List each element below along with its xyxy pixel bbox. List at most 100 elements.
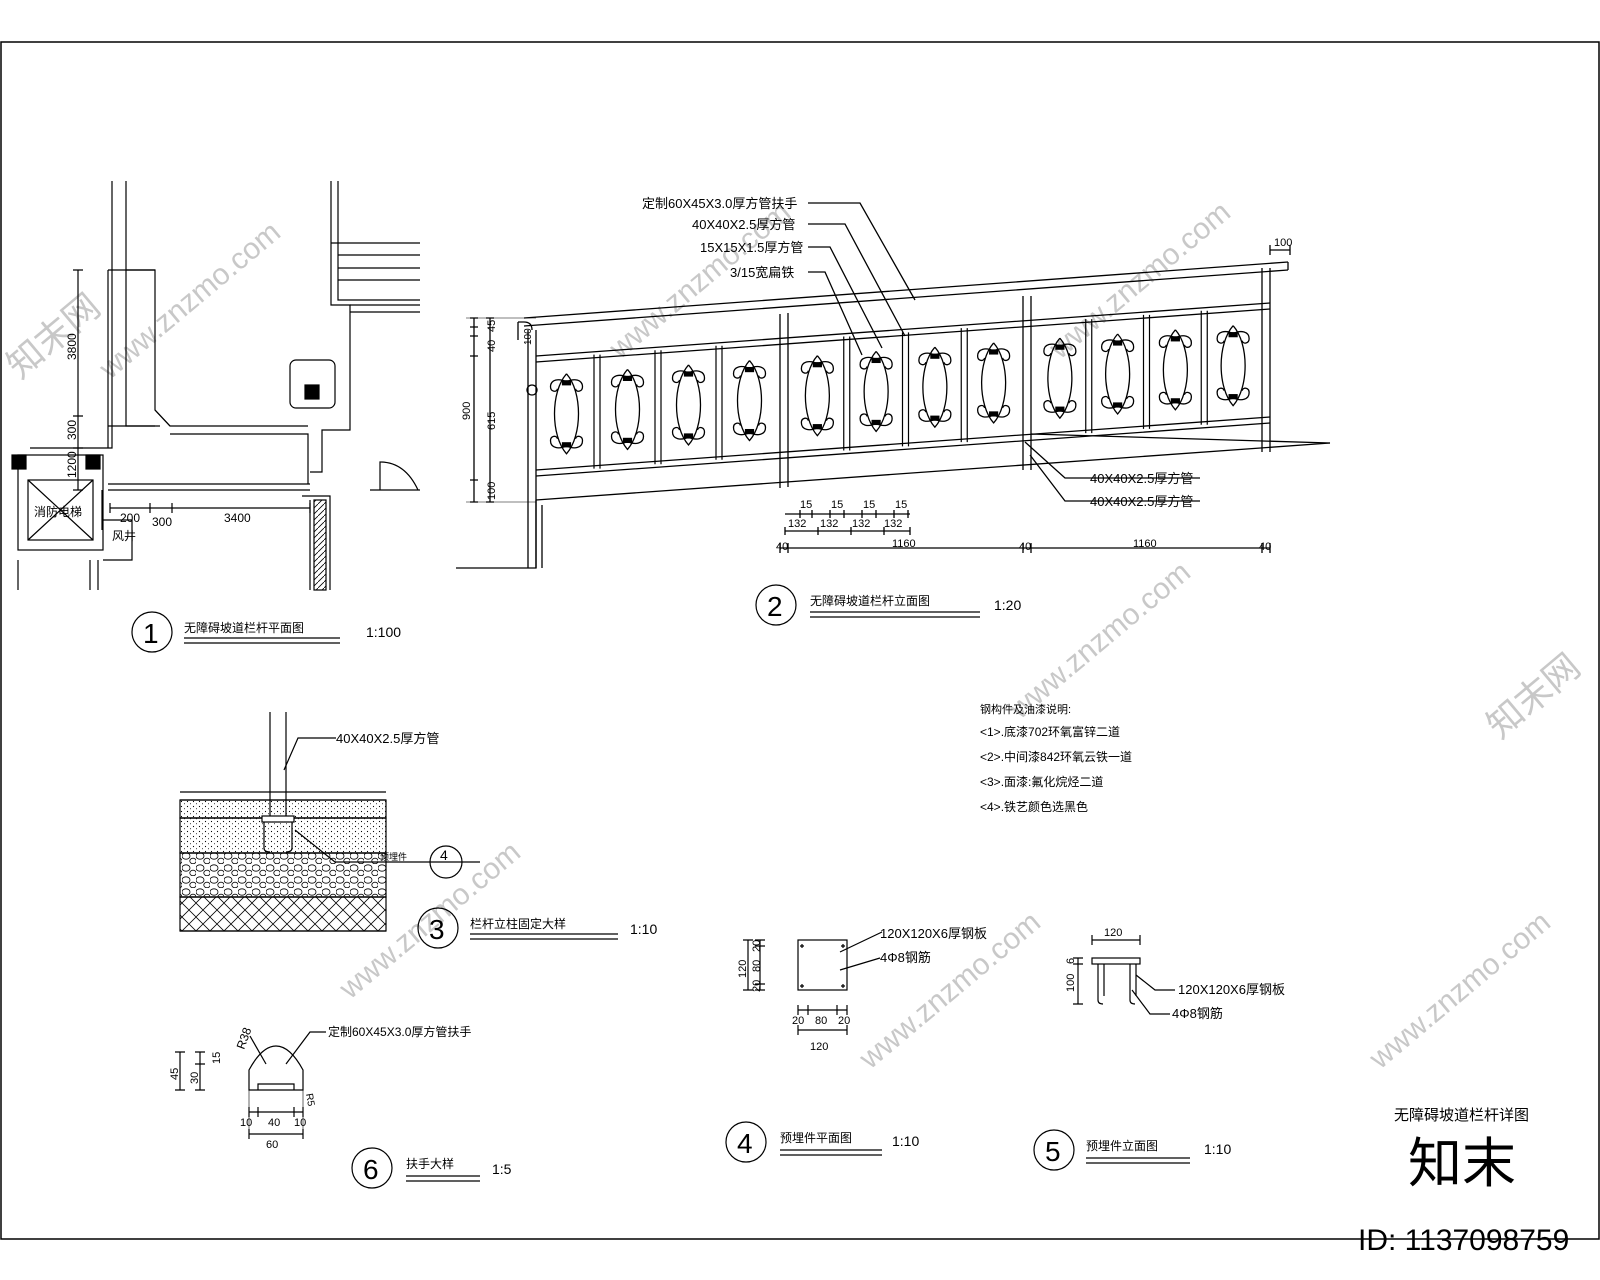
- plate-plan-left-dim-2: 80: [751, 960, 763, 972]
- baluster-bar: [654, 350, 662, 465]
- title-3-text: 栏杆立柱固定大样: [470, 916, 566, 931]
- watermark-brand-2: 知末网: [0, 285, 108, 386]
- elevation-drawing: [456, 202, 1331, 569]
- elevator-label: 消防电梯: [34, 504, 82, 519]
- title-6-number: 6: [363, 1154, 379, 1185]
- watermark-id: ID: 1137098759: [1358, 1224, 1569, 1257]
- scroll-ornament: [918, 346, 952, 428]
- title-4: 4 预埋件平面图 1:10: [725, 1121, 919, 1163]
- handrail-callout: 定制60X45X3.0厚方管扶手: [328, 1024, 471, 1039]
- post-detail-ref-number: 4: [440, 847, 448, 863]
- elev-callout-post: 40X40X2.5厚方管: [692, 217, 795, 232]
- notes-item-1: <1>.底漆702环氧富锌二道: [980, 724, 1120, 739]
- plan-dim-300h: 300: [152, 515, 172, 529]
- elev-dim-615: 615: [486, 412, 498, 430]
- elev-span-dim-1: 40: [776, 541, 788, 553]
- plan-dim-3800: 3800: [65, 333, 79, 360]
- plate-elev-drawing: [1073, 935, 1175, 1015]
- handrail-labels: 定制60X45X3.0厚方管扶手 R38 R5 45 15 30 10 40 1…: [169, 1024, 471, 1151]
- plate-plan-callout-plate: 120X120X6厚钢板: [880, 926, 987, 941]
- elev-dim-900: 900: [461, 402, 473, 420]
- scroll-ornament: [1100, 333, 1135, 415]
- plate-plan-left-dim-1: 20: [751, 940, 763, 952]
- notes-item-3: <3>.面漆:氟化烷烃二道: [980, 775, 1103, 789]
- title-2: 2 无障碍坡道栏杆立面图 1:20: [755, 584, 1021, 626]
- watermark-site-7: www.znzmo.com: [1363, 905, 1557, 1076]
- sheet-border: [0, 41, 1600, 1240]
- post-detail-drawing: [179, 712, 480, 932]
- baluster-bar: [843, 336, 851, 451]
- plan-dim-3400: 3400: [224, 511, 251, 525]
- elev-bar-dim-2: 15: [831, 499, 843, 511]
- plate-plan-labels: 120X120X6厚钢板 4Φ8钢筋 20 80 20 120 20 80 20…: [737, 926, 987, 1053]
- plan-dim-1200: 1200: [65, 451, 79, 478]
- scroll-ornament: [549, 373, 584, 455]
- title-6-text: 扶手大样: [406, 1156, 454, 1171]
- baluster-bar: [901, 332, 910, 447]
- sheet-title: 无障碍坡道栏杆详图: [1394, 1106, 1529, 1124]
- elev-dim-100-left: 100: [523, 328, 534, 345]
- elev-callout-post-lower-2: 40X40X2.5厚方管: [1090, 494, 1193, 509]
- watermark-site-4: www.znzmo.com: [1003, 555, 1197, 726]
- title-4-number: 4: [737, 1128, 753, 1159]
- title-5: 5 预埋件立面图 1:10: [1033, 1129, 1231, 1171]
- plate-plan-drawing: [743, 931, 883, 1035]
- elev-spacing-dim-1: 132: [788, 518, 806, 530]
- elev-span-dim-4: 1160: [1133, 538, 1157, 550]
- handrail-bottom-dim-10a: 10: [240, 1117, 252, 1129]
- elev-span-dim-2: 1160: [892, 538, 916, 550]
- elev-spacing-dim-4: 132: [884, 518, 902, 530]
- title-3: 3 栏杆立柱固定大样 1:10: [417, 907, 657, 949]
- plate-plan-callout-rebar: 4Φ8钢筋: [880, 950, 931, 965]
- title-4-text: 预埋件平面图: [780, 1131, 852, 1145]
- plate-plan-bottom-dim-3: 20: [838, 1015, 850, 1027]
- plate-plan-bottom-dim-1: 20: [792, 1015, 804, 1027]
- elevation-callouts: 定制60X45X3.0厚方管扶手 40X40X2.5厚方管 15X15X1.5厚…: [461, 196, 1292, 553]
- elev-dim-45: 45: [486, 320, 498, 332]
- baluster-bar: [960, 328, 968, 443]
- title-3-scale: 1:10: [630, 921, 657, 937]
- handrail-bottom-dim-60: 60: [266, 1139, 278, 1151]
- scroll-ornament: [976, 342, 1011, 424]
- handrail-left-dim-45: 45: [169, 1068, 181, 1080]
- post-detail-embed-label: 预埋件: [380, 851, 407, 862]
- watermark-logo: 知末: [1408, 1134, 1516, 1194]
- scroll-ornament: [732, 359, 767, 442]
- handrail-bottom-dim-40: 40: [268, 1117, 280, 1129]
- title-5-text: 预埋件立面图: [1086, 1138, 1158, 1153]
- baluster-bar: [1085, 319, 1093, 434]
- title-4-scale: 1:10: [892, 1133, 919, 1149]
- plan-dim-300v: 300: [65, 420, 79, 440]
- scroll-ornament: [800, 355, 835, 437]
- notes-item-4: <4>.铁艺颜色选黑色: [980, 799, 1088, 814]
- watermark: www.znzmo.com www.znzmo.com www.znzmo.co…: [0, 195, 1588, 1076]
- scroll-ornament: [610, 368, 645, 451]
- baluster-bar: [593, 354, 601, 469]
- scroll-ornament: [1216, 325, 1250, 407]
- elev-callout-handrail: 定制60X45X3.0厚方管扶手: [642, 196, 797, 211]
- elev-span-dim-5: 40: [1259, 541, 1271, 553]
- paint-notes: 钢构件及油漆说明: <1>.底漆702环氧富锌二道 <2>.中间漆842环氧云铁…: [980, 702, 1132, 814]
- plan-dim-200: 200: [120, 511, 140, 525]
- scroll-ornament: [859, 350, 893, 433]
- plate-plan-left-dim-3: 20: [751, 980, 763, 992]
- shaft-label: 风井: [112, 529, 136, 543]
- elev-callout-post-lower-1: 40X40X2.5厚方管: [1090, 471, 1193, 486]
- notes-heading: 钢构件及油漆说明:: [980, 702, 1071, 716]
- post-detail-labels: 40X40X2.5厚方管 预埋件 4: [336, 731, 448, 863]
- post-detail-callout: 40X40X2.5厚方管: [336, 731, 439, 746]
- elev-bar-dim-4: 15: [895, 499, 907, 511]
- plate-elev-left-dim-6: 6: [1065, 958, 1077, 964]
- plate-elev-top-dim: 120: [1104, 927, 1122, 939]
- title-2-text: 无障碍坡道栏杆立面图: [810, 593, 930, 608]
- elev-bar-dim-1: 15: [800, 499, 812, 511]
- plate-plan-left-dim-4: 120: [737, 960, 749, 978]
- plate-elev-callout-rebar: 4Φ8钢筋: [1172, 1006, 1223, 1021]
- handrail-bottom-dim-10b: 10: [294, 1117, 306, 1129]
- title-2-scale: 1:20: [994, 597, 1021, 613]
- elev-dim-40: 40: [486, 340, 498, 352]
- title-5-number: 5: [1045, 1136, 1061, 1167]
- title-1-scale: 1:100: [366, 624, 401, 640]
- elev-bar-dim-3: 15: [863, 499, 875, 511]
- title-6-scale: 1:5: [492, 1161, 512, 1177]
